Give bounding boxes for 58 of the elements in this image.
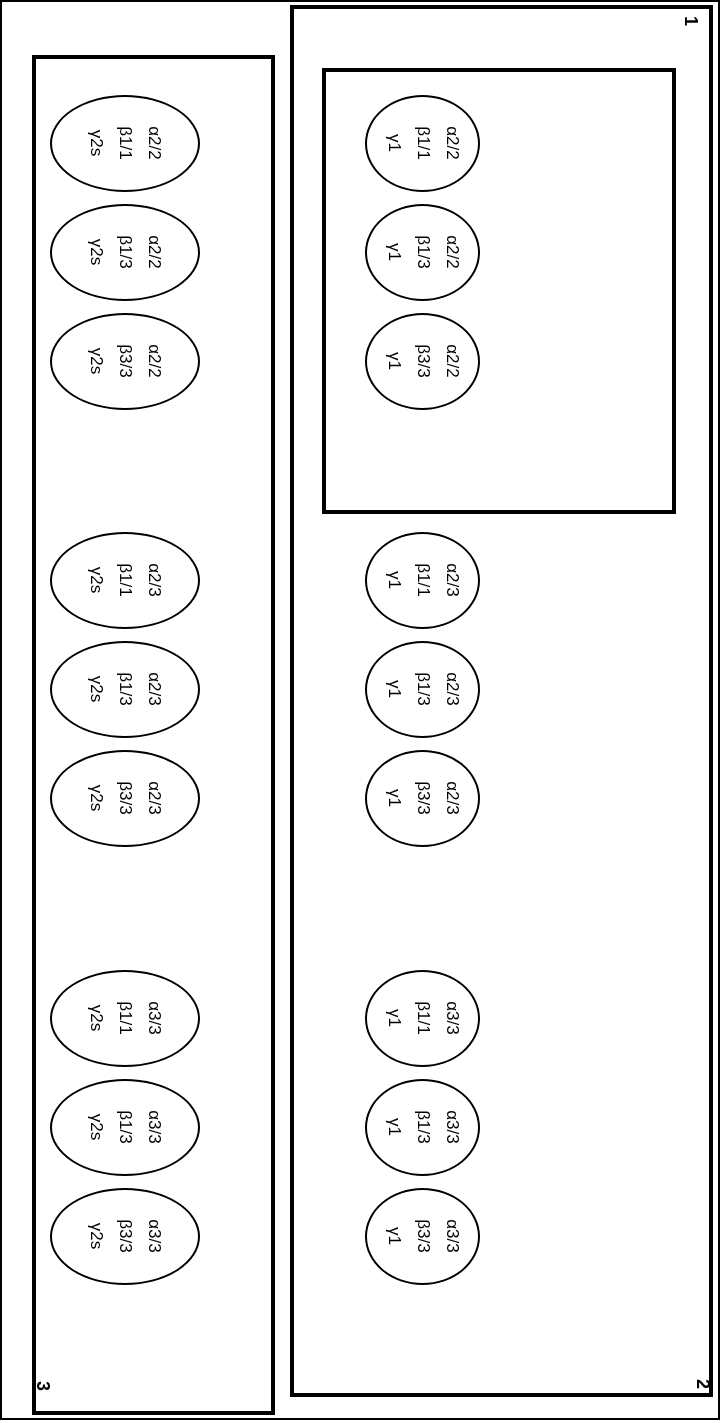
- subunit-label: β1/1: [116, 126, 134, 160]
- subunit-label: γ2s: [87, 1222, 105, 1250]
- subunit-label: α2/2: [145, 235, 163, 269]
- subunit-label: α2/2: [145, 344, 163, 378]
- subunit-label: β3/3: [116, 344, 134, 378]
- subunit-label: α2/3: [145, 672, 163, 706]
- subunit-label: γ2s: [87, 347, 105, 375]
- subunit-label: α2/2: [145, 126, 163, 160]
- subunit-label: γ2s: [87, 129, 105, 157]
- subunit-label: β1/1: [414, 1001, 431, 1035]
- subunit-label: β1/1: [414, 563, 431, 597]
- subunit-label: α2/3: [145, 563, 163, 597]
- subunit-label: γ1: [385, 134, 402, 152]
- subunit-label: α2/3: [443, 781, 460, 815]
- subunit-label: γ1: [385, 680, 402, 698]
- subunit-label: α2/2: [443, 235, 460, 269]
- subunit-label: β1/1: [116, 1001, 134, 1035]
- subunit-label: γ2s: [87, 566, 105, 594]
- subunit-label: β3/3: [414, 344, 431, 378]
- subunit-label: γ1: [385, 1009, 402, 1027]
- subunit-label: γ1: [385, 1227, 402, 1245]
- subunit-label: β1/1: [116, 563, 134, 597]
- subunit-label: β1/3: [414, 672, 431, 706]
- subunit-label: β3/3: [116, 1219, 134, 1253]
- subunit-label: α3/3: [145, 1110, 163, 1144]
- subunit-label: α3/3: [443, 1001, 460, 1035]
- subunit-label: β1/3: [116, 672, 134, 706]
- subunit-label: α2/3: [443, 672, 460, 706]
- subunit-label: β1/3: [116, 1110, 134, 1144]
- group-number: 1: [682, 16, 700, 26]
- subunit-label: γ1: [385, 1118, 402, 1136]
- subunit-label: γ1: [385, 352, 402, 370]
- subunit-label: β3/3: [414, 781, 431, 815]
- subunit-label: γ2s: [87, 1113, 105, 1141]
- subunit-label: α2/3: [443, 563, 460, 597]
- subunit-label: α2/2: [443, 344, 460, 378]
- subunit-label: α3/3: [443, 1110, 460, 1144]
- group-frame: [290, 5, 713, 1397]
- subunit-label: γ2s: [87, 675, 105, 703]
- subunit-label: β3/3: [116, 781, 134, 815]
- subunit-label: β1/1: [414, 126, 431, 160]
- group-number: 3: [34, 1381, 52, 1391]
- subunit-label: α3/3: [443, 1219, 460, 1253]
- subunit-label: β1/3: [414, 1110, 431, 1144]
- subunit-label: α3/3: [145, 1001, 163, 1035]
- subunit-label: α2/2: [443, 126, 460, 160]
- subunit-label: β3/3: [414, 1219, 431, 1253]
- subunit-label: γ1: [385, 243, 402, 261]
- subunit-label: γ1: [385, 571, 402, 589]
- subunit-label: γ1: [385, 789, 402, 807]
- subunit-label: γ2s: [87, 1004, 105, 1032]
- subunit-label: γ2s: [87, 238, 105, 266]
- group-frame: [32, 55, 275, 1415]
- subunit-label: α3/3: [145, 1219, 163, 1253]
- subunit-label: α2/3: [145, 781, 163, 815]
- subunit-label: β1/3: [116, 235, 134, 269]
- subunit-label: γ2s: [87, 784, 105, 812]
- subunit-label: β1/3: [414, 235, 431, 269]
